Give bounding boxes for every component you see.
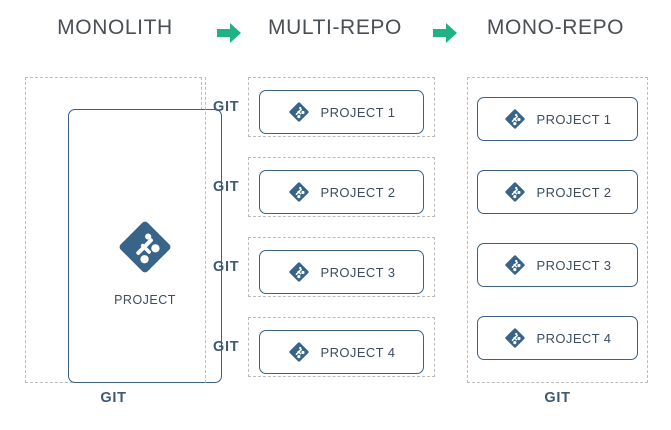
git-logo-icon	[288, 101, 310, 123]
monolith-project-label: PROJECT	[114, 293, 176, 307]
multirepo-project-label: PROJECT 2	[320, 184, 396, 200]
monorepo-dashed-container	[467, 77, 648, 383]
monorepo-column: PROJECT 1 PROJECT 2	[435, 62, 671, 430]
monolith-box-content: PROJECT	[69, 218, 221, 307]
multirepo-git-label: GIT	[213, 99, 240, 115]
monorepo-git-caption: GIT	[544, 390, 571, 406]
multirepo-dashed-container	[248, 77, 435, 137]
multirepo-project-box[interactable]: PROJECT 1	[259, 90, 424, 134]
multirepo-dashed-container	[248, 317, 435, 377]
multirepo-project-label: PROJECT 1	[320, 104, 396, 120]
git-logo-icon	[288, 181, 310, 203]
git-logo-icon	[116, 218, 174, 276]
multirepo-project-box[interactable]: PROJECT 3	[259, 250, 424, 294]
git-logo-icon	[504, 254, 526, 276]
monorepo-project-label: PROJECT 4	[536, 330, 612, 346]
multirepo-git-label: GIT	[213, 259, 240, 275]
monolith-dashed-container: PROJECT	[25, 77, 222, 383]
monorepo-project-box[interactable]: PROJECT 2	[477, 170, 638, 214]
monorepo-project-label: PROJECT 3	[536, 257, 612, 273]
multirepo-dashed-container	[248, 157, 435, 217]
multirepo-column: GIT PROJECT 1 GIT	[205, 62, 435, 430]
monolith-git-caption: GIT	[100, 390, 127, 406]
git-logo-icon	[504, 108, 526, 130]
monorepo-project-box[interactable]: PROJECT 1	[477, 97, 638, 141]
multirepo-row: GIT PROJECT 3	[205, 237, 435, 297]
multirepo-project-box[interactable]: PROJECT 2	[259, 170, 424, 214]
monolith-project-box[interactable]: PROJECT	[68, 109, 222, 383]
monolith-column: PROJECT GIT	[0, 62, 222, 430]
monorepo-project-box[interactable]: PROJECT 4	[477, 316, 638, 360]
arrow-right-icon	[216, 22, 242, 44]
arrow-right-icon	[432, 22, 458, 44]
multirepo-row: GIT PROJECT 1	[205, 77, 435, 137]
multirepo-project-box[interactable]: PROJECT 4	[259, 330, 424, 374]
header-title-monolith: MONOLITH	[57, 16, 173, 39]
diagram-header: MONOLITH MULTI-REPO MONO-REPO	[0, 0, 671, 62]
git-logo-icon	[288, 261, 310, 283]
multirepo-git-label: GIT	[213, 339, 240, 355]
multirepo-left-divider	[205, 77, 211, 383]
monorepo-project-box[interactable]: PROJECT 3	[477, 243, 638, 287]
monorepo-project-label: PROJECT 2	[536, 184, 612, 200]
header-title-multirepo: MULTI-REPO	[268, 16, 402, 39]
git-logo-icon	[288, 341, 310, 363]
multirepo-dashed-container	[248, 237, 435, 297]
multirepo-git-label: GIT	[213, 179, 240, 195]
header-title-monorepo: MONO-REPO	[486, 16, 625, 39]
git-logo-icon	[504, 327, 526, 349]
multirepo-row: GIT PROJECT 2	[205, 157, 435, 217]
multirepo-project-label: PROJECT 4	[320, 344, 396, 360]
multirepo-project-label: PROJECT 3	[320, 264, 396, 280]
git-logo-icon	[504, 181, 526, 203]
multirepo-row: GIT PROJECT 4	[205, 317, 435, 377]
monorepo-project-label: PROJECT 1	[536, 111, 612, 127]
